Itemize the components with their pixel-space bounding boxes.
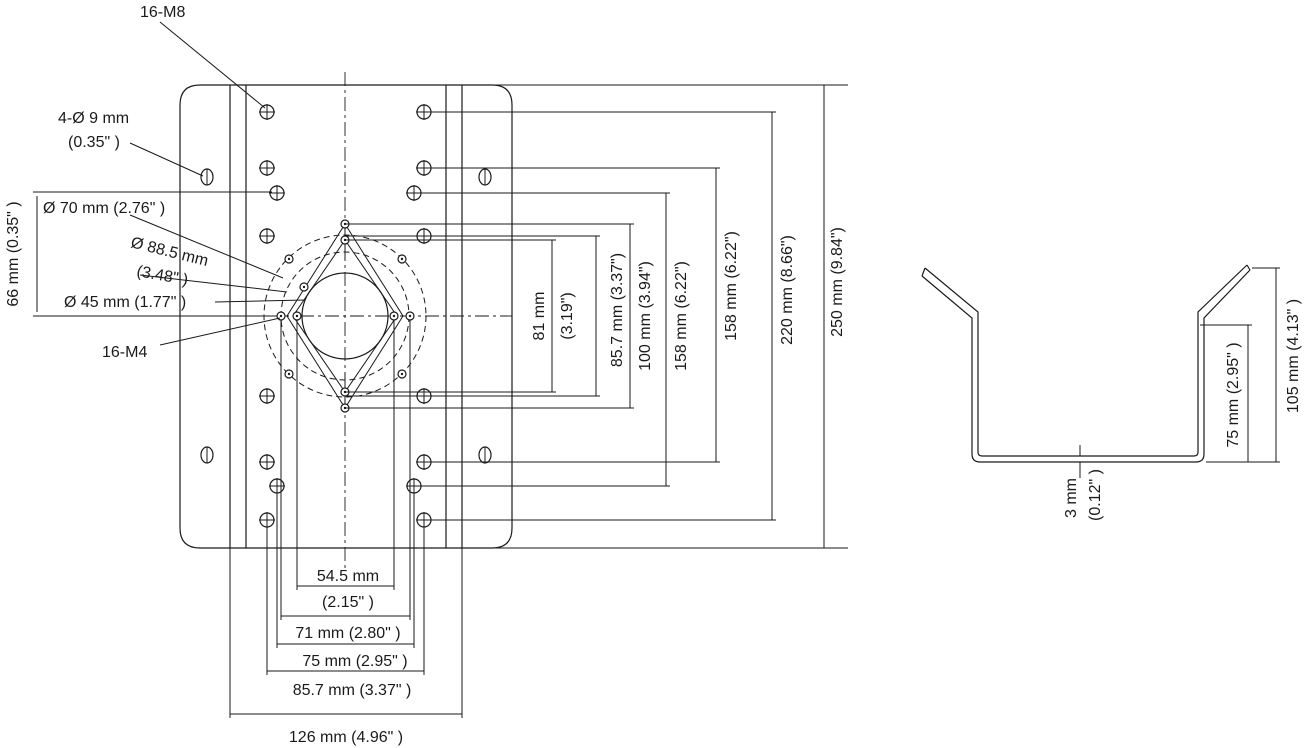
m8-hole bbox=[259, 512, 275, 528]
label-w126: 126 mm (4.96" ) bbox=[289, 729, 403, 746]
label-h66: 66 mm (0.35" ) bbox=[5, 201, 22, 306]
center-lines bbox=[250, 72, 512, 570]
m4-hole bbox=[299, 282, 309, 292]
bottom-dimensions bbox=[229, 320, 463, 718]
label-w857: 85.7 mm (3.37" ) bbox=[293, 682, 412, 699]
label-v81-in: (3.19") bbox=[559, 292, 576, 339]
label-v105: 105 mm (4.13" ) bbox=[1285, 299, 1302, 413]
slotted-holes bbox=[200, 168, 492, 464]
label-v250: 250 mm (9.84") bbox=[829, 227, 846, 337]
label-d885-in: (3.48" ) bbox=[135, 263, 189, 289]
m8-hole bbox=[259, 388, 275, 404]
side-profile bbox=[921, 264, 1280, 478]
label-v220: 220 mm (8.66") bbox=[779, 235, 796, 345]
m8-hole bbox=[259, 454, 275, 470]
label-w71: 71 mm (2.80" ) bbox=[295, 625, 400, 642]
label-d45: Ø 45 mm (1.77" ) bbox=[64, 294, 186, 311]
label-w75: 75 mm (2.95" ) bbox=[302, 653, 407, 670]
m4-hole bbox=[284, 369, 294, 379]
label-hole-count-in: (0.35" ) bbox=[68, 134, 120, 151]
label-hole-count: 4-Ø 9 mm bbox=[58, 110, 129, 127]
labels: 16-M8 4-Ø 9 mm (0.35" ) Ø 70 mm (2.76" )… bbox=[5, 4, 1302, 746]
m4-hole bbox=[405, 311, 415, 321]
label-v158a: 158 mm (6.22") bbox=[673, 261, 690, 371]
m4-hole bbox=[397, 369, 407, 379]
m8-hole bbox=[269, 185, 285, 201]
label-v857: 85.7 mm (3.37") bbox=[609, 253, 626, 367]
label-v158b: 158 mm (6.22") bbox=[723, 231, 740, 341]
m4-hole bbox=[397, 254, 407, 264]
label-v75b: 75 mm (2.95" ) bbox=[1225, 342, 1242, 447]
m4-hole bbox=[292, 311, 302, 321]
label-t3: 3 mm bbox=[1063, 478, 1080, 518]
m8-hole bbox=[259, 228, 275, 244]
m8-hole bbox=[259, 104, 275, 120]
label-w545: 54.5 mm bbox=[317, 568, 379, 585]
label-d70: Ø 70 mm (2.76" ) bbox=[43, 200, 165, 217]
leaders bbox=[129, 21, 306, 346]
label-v81: 81 mm bbox=[531, 292, 548, 341]
dim-66 bbox=[33, 191, 275, 317]
label-m4: 16-M4 bbox=[102, 344, 147, 361]
m8-hole bbox=[259, 160, 275, 176]
m4-hole bbox=[284, 254, 294, 264]
m8-hole bbox=[269, 478, 285, 494]
label-m8: 16-M8 bbox=[140, 4, 185, 21]
m4-hole bbox=[389, 311, 399, 321]
right-dimensions bbox=[345, 84, 848, 549]
label-w545-in: (2.15" ) bbox=[322, 594, 374, 611]
label-t3-in: (0.12" ) bbox=[1087, 469, 1104, 521]
circle-45 bbox=[301, 272, 389, 360]
label-v100: 100 mm (3.94") bbox=[637, 261, 654, 371]
